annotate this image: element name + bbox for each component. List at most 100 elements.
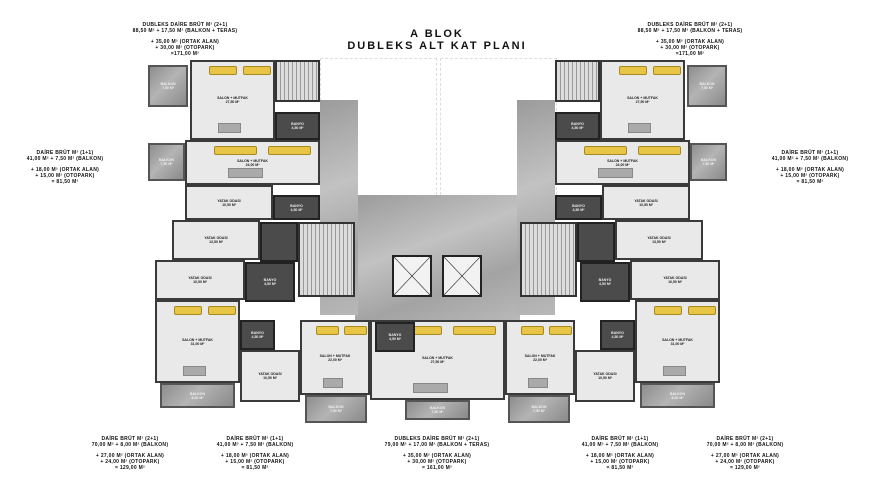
balcony: BALKON 7,50 M² bbox=[148, 65, 188, 107]
room-label: BALKON 7,50 M² bbox=[160, 82, 176, 90]
room-label: BANYO 4,50 M² bbox=[251, 331, 264, 339]
bedroom: YATAK ODASI 10,50 M² bbox=[155, 260, 245, 300]
sofa-icon bbox=[688, 306, 716, 315]
stairwell bbox=[520, 222, 577, 297]
sofa-icon bbox=[584, 146, 627, 155]
living-kitchen: SALON + MUTFAK 31,00 M² bbox=[635, 300, 720, 383]
living-kitchen: SALON + MUTFAK 27,50 M² bbox=[190, 60, 275, 140]
sofa-icon bbox=[344, 326, 367, 335]
room-label: YATAK ODASI 13,50 M² bbox=[204, 236, 228, 244]
living-kitchen: SALON + MUTFAK 31,00 M² bbox=[155, 300, 240, 383]
area-block-bottom-1: DAİRE BRÜT M² (2+1)70,00 M² + 8,00 M² (B… bbox=[92, 436, 169, 471]
living-kitchen: SALON + MUTFAK 22,00 M² bbox=[300, 320, 370, 395]
area-line: + 27,00 M² (ORTAK ALAN) bbox=[95, 453, 165, 459]
sofa-icon bbox=[549, 326, 572, 335]
dining-table-icon bbox=[662, 366, 686, 376]
area-line: = 81,50 M² bbox=[796, 179, 824, 185]
area-block-bottom-3: DUBLEKS DAİRE BRÜT M² (2+1)79,00 M² + 17… bbox=[385, 436, 490, 471]
area-line: 79,00 M² + 17,00 M² (BALKON + TERAS) bbox=[384, 442, 490, 448]
living-kitchen: SALON + MUTFAK 27,50 M² bbox=[600, 60, 685, 140]
area-line: + 27,00 M² (ORTAK ALAN) bbox=[710, 453, 780, 459]
room-label: YATAK ODASI 10,50 M² bbox=[634, 198, 658, 207]
sofa-icon bbox=[316, 326, 339, 335]
balcony: BALKON 7,50 M² bbox=[508, 395, 570, 423]
area-line: 41,00 M² + 7,50 M² (BALKON) bbox=[26, 156, 104, 162]
area-line: = 81,50 M² bbox=[241, 465, 269, 471]
room-label: SALON + MUTFAK 24,00 M² bbox=[607, 158, 638, 167]
area-line: = 129,00 M² bbox=[114, 465, 146, 471]
living-kitchen: SALON + MUTFAK 27,50 M² bbox=[370, 320, 505, 400]
bedroom: YATAK ODASI 10,50 M² bbox=[185, 185, 273, 220]
room-label: BALKON 7,50 M² bbox=[430, 406, 445, 414]
room-label: SALON + MUTFAK 31,00 M² bbox=[662, 337, 693, 346]
sofa-icon bbox=[619, 66, 647, 75]
area-line: DAİRE BRÜT M² (1+1) bbox=[591, 436, 649, 442]
bathroom: BANYO 4,50 M² bbox=[555, 112, 600, 140]
area-line: =171,00 M² bbox=[675, 51, 705, 57]
title-line-1: A BLOK bbox=[410, 28, 464, 40]
bedroom: YATAK ODASI 13,50 M² bbox=[615, 220, 703, 260]
room-label: YATAK ODASI 10,50 M² bbox=[217, 198, 241, 207]
bedroom: YATAK ODASI 13,50 M² bbox=[172, 220, 260, 260]
dining-table-icon bbox=[227, 168, 264, 178]
room-label: BALKON 7,50 M² bbox=[328, 405, 344, 413]
bathroom: BANYO 4,50 M² bbox=[375, 322, 415, 352]
bathroom: BANYO 4,50 M² bbox=[245, 262, 295, 302]
area-line: + 30,00 M² (OTOPARK) bbox=[660, 45, 720, 51]
balcony: BALKON 7,50 M² bbox=[305, 395, 367, 423]
balcony: BALKON 7,50 M² bbox=[148, 143, 185, 181]
room-label: BANYO 4,50 M² bbox=[572, 203, 585, 212]
area-block-bottom-2: DAİRE BRÜT M² (1+1)41,00 M² + 7,50 M² (B… bbox=[217, 436, 294, 471]
sofa-icon bbox=[654, 306, 682, 315]
living-kitchen: SALON + MUTFAK 22,00 M² bbox=[505, 320, 575, 395]
dining-table-icon bbox=[412, 383, 449, 393]
dining-table-icon bbox=[323, 378, 343, 388]
area-block-top-right: DUBLEKS DAİRE BRÜT M² (2+1)88,50 M² + 17… bbox=[638, 22, 743, 57]
elevator-1 bbox=[392, 255, 432, 297]
area-line: + 35,00 M² (ORTAK ALAN) bbox=[655, 39, 725, 45]
balcony: BALKON 8,00 M² bbox=[640, 383, 715, 408]
bathroom: BANYO 4,50 M² bbox=[275, 112, 320, 140]
balcony: BALKON 7,50 M² bbox=[405, 400, 470, 420]
bedroom: YATAK ODASI 10,50 M² bbox=[602, 185, 690, 220]
room-label: BANYO 4,50 M² bbox=[290, 203, 303, 212]
room-label: SALON + MUTFAK 22,00 M² bbox=[319, 353, 351, 362]
area-line: =171,00 M² bbox=[170, 51, 200, 57]
area-line: + 30,00 M² (OTOPARK) bbox=[407, 459, 467, 465]
room-label: YATAK ODASI 10,50 M² bbox=[188, 276, 212, 284]
area-line: DUBLEKS DAİRE BRÜT M² (2+1) bbox=[142, 22, 228, 28]
room-label: YATAK ODASI 10,50 M² bbox=[663, 276, 687, 284]
elevator-2 bbox=[442, 255, 482, 297]
area-line: + 35,00 M² (ORTAK ALAN) bbox=[150, 39, 220, 45]
sofa-icon bbox=[209, 66, 237, 75]
area-line: + 15,00 M² (OTOPARK) bbox=[225, 459, 285, 465]
area-line: 88,50 M² + 17,50 M² (BALKON + TERAS) bbox=[132, 28, 238, 34]
dining-table-icon bbox=[528, 378, 548, 388]
bathroom: BANYO 4,50 M² bbox=[555, 195, 602, 220]
area-line: + 15,00 M² (OTOPARK) bbox=[590, 459, 650, 465]
room-label: BALKON 7,50 M² bbox=[159, 158, 174, 166]
sofa-icon bbox=[174, 306, 202, 315]
room-label: SALON + MUTFAK 27,50 M² bbox=[422, 356, 453, 364]
living-kitchen: SALON + MUTFAK 24,00 M² bbox=[185, 140, 320, 185]
area-line: 41,00 M² + 7,50 M² (BALKON) bbox=[581, 442, 659, 448]
area-block-bottom-4: DAİRE BRÜT M² (1+1)41,00 M² + 7,50 M² (B… bbox=[582, 436, 659, 471]
area-line: + 30,00 M² (OTOPARK) bbox=[155, 45, 215, 51]
area-line: = 81,50 M² bbox=[606, 465, 634, 471]
room-label: SALON + MUTFAK 31,00 M² bbox=[182, 337, 213, 346]
room-label: BANYO 4,50 M² bbox=[291, 122, 304, 130]
area-line: 70,00 M² + 8,00 M² (BALKON) bbox=[91, 442, 169, 448]
area-line: + 15,00 M² (OTOPARK) bbox=[780, 173, 840, 179]
area-line: + 18,00 M² (ORTAK ALAN) bbox=[585, 453, 655, 459]
area-line: = 81,50 M² bbox=[51, 179, 79, 185]
bedroom: YATAK ODASI 10,50 M² bbox=[630, 260, 720, 300]
room-label: SALON + MUTFAK 27,50 M² bbox=[217, 96, 248, 104]
balcony: BALKON 8,00 M² bbox=[160, 383, 235, 408]
area-line: + 18,00 M² (ORTAK ALAN) bbox=[30, 167, 100, 173]
area-block-bottom-5: DAİRE BRÜT M² (2+1)70,00 M² + 8,00 M² (B… bbox=[707, 436, 784, 471]
balcony: BALKON 7,50 M² bbox=[687, 65, 727, 107]
area-line: DAİRE BRÜT M² (2+1) bbox=[716, 436, 774, 442]
bathroom bbox=[577, 222, 615, 262]
area-line: + 18,00 M² (ORTAK ALAN) bbox=[220, 453, 290, 459]
room-label: BALKON 7,50 M² bbox=[531, 405, 547, 413]
